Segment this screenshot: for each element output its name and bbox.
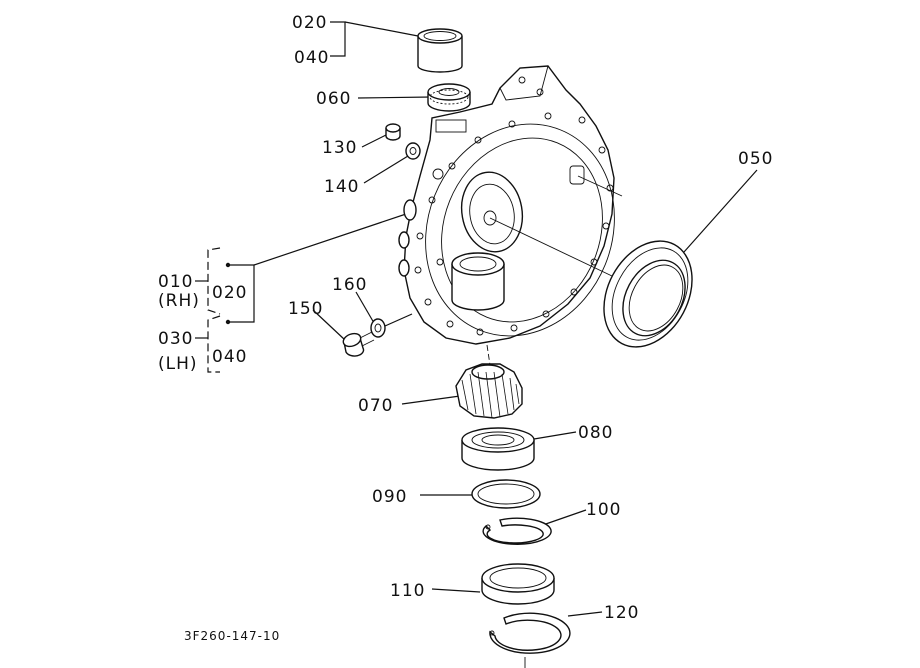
callout-020-top: 020 xyxy=(292,13,327,33)
callout-040-mid: 040 xyxy=(212,347,247,367)
callout-010: 010 xyxy=(158,272,193,292)
callout-050: 050 xyxy=(738,149,773,169)
callout-040-top: 040 xyxy=(294,48,329,68)
callout-150: 150 xyxy=(288,299,323,319)
washer-160 xyxy=(370,318,386,338)
snap-ring-120 xyxy=(489,612,571,654)
callout-020-mid: 020 xyxy=(212,283,247,303)
callout-100: 100 xyxy=(586,500,621,520)
leader-lines xyxy=(195,21,758,668)
housing-010 xyxy=(398,65,623,345)
bushing-020-top xyxy=(417,28,463,73)
diagram-reference-number: 3F260-147-10 xyxy=(184,629,280,643)
bevel-gear-070 xyxy=(455,363,523,419)
callout-130: 130 xyxy=(322,138,357,158)
ring-090 xyxy=(471,479,541,509)
callout-090: 090 xyxy=(372,487,407,507)
callout-120: 120 xyxy=(604,603,639,623)
ball-bearing-080 xyxy=(461,427,535,471)
flange-bolt-holes xyxy=(414,112,614,336)
oil-seal-050 xyxy=(603,240,693,348)
callout-110: 110 xyxy=(390,581,425,601)
callout-rh: (RH) xyxy=(158,291,200,311)
snap-ring-100 xyxy=(482,517,552,545)
callout-030: 030 xyxy=(158,329,193,349)
callout-080: 080 xyxy=(578,423,613,443)
bearing-060 xyxy=(427,83,471,112)
callout-lh: (LH) xyxy=(158,354,198,374)
bolt-150 xyxy=(342,331,375,357)
callout-060: 060 xyxy=(316,89,351,109)
callout-140: 140 xyxy=(324,177,359,197)
collar-110 xyxy=(481,563,555,605)
plug-130 xyxy=(385,123,401,141)
callout-070: 070 xyxy=(358,396,393,416)
callout-160: 160 xyxy=(332,275,367,295)
callout-labels: 020 040 060 130 140 050 010 (RH) 020 030… xyxy=(158,13,773,643)
washer-140 xyxy=(405,142,421,160)
